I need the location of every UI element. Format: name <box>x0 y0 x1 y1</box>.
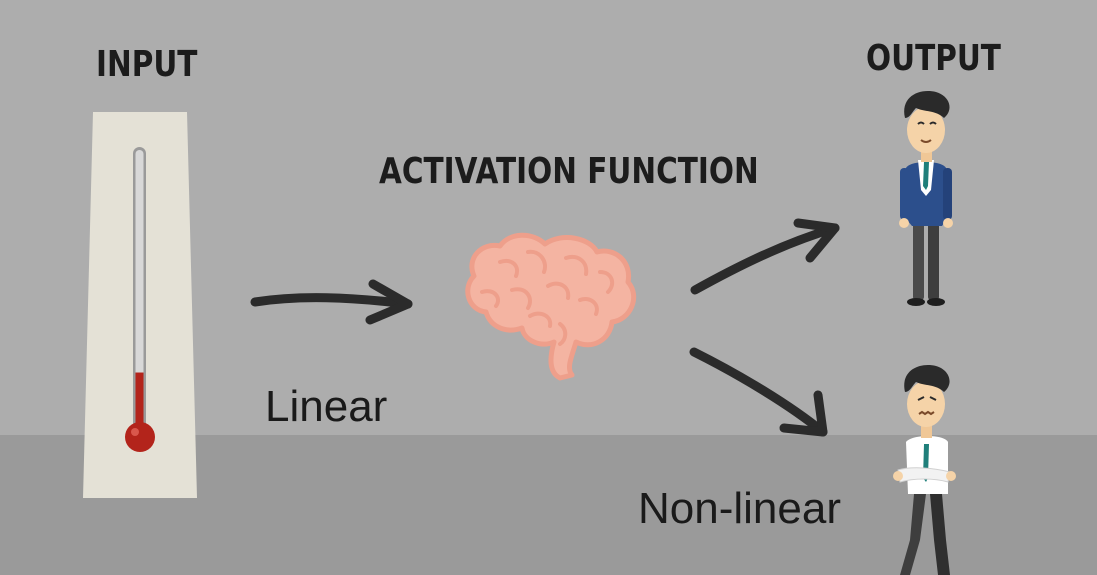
activation-function-label: ACTIVATION FUNCTION <box>379 151 759 192</box>
thermometer-icon <box>83 112 197 498</box>
mercury-column <box>135 372 144 436</box>
businessman-icon <box>899 91 953 306</box>
shivering-businessman-icon <box>893 365 956 575</box>
arrow-to-output-bottom <box>689 347 828 437</box>
arrow-to-activation <box>250 279 413 325</box>
arrow-to-output-top <box>690 218 840 295</box>
linear-label: Linear <box>265 382 388 431</box>
output-label: OUTPUT <box>866 38 1001 79</box>
nonlinear-label: Non-linear <box>638 484 841 533</box>
brain-icon <box>465 232 637 381</box>
input-label: INPUT <box>96 44 198 85</box>
